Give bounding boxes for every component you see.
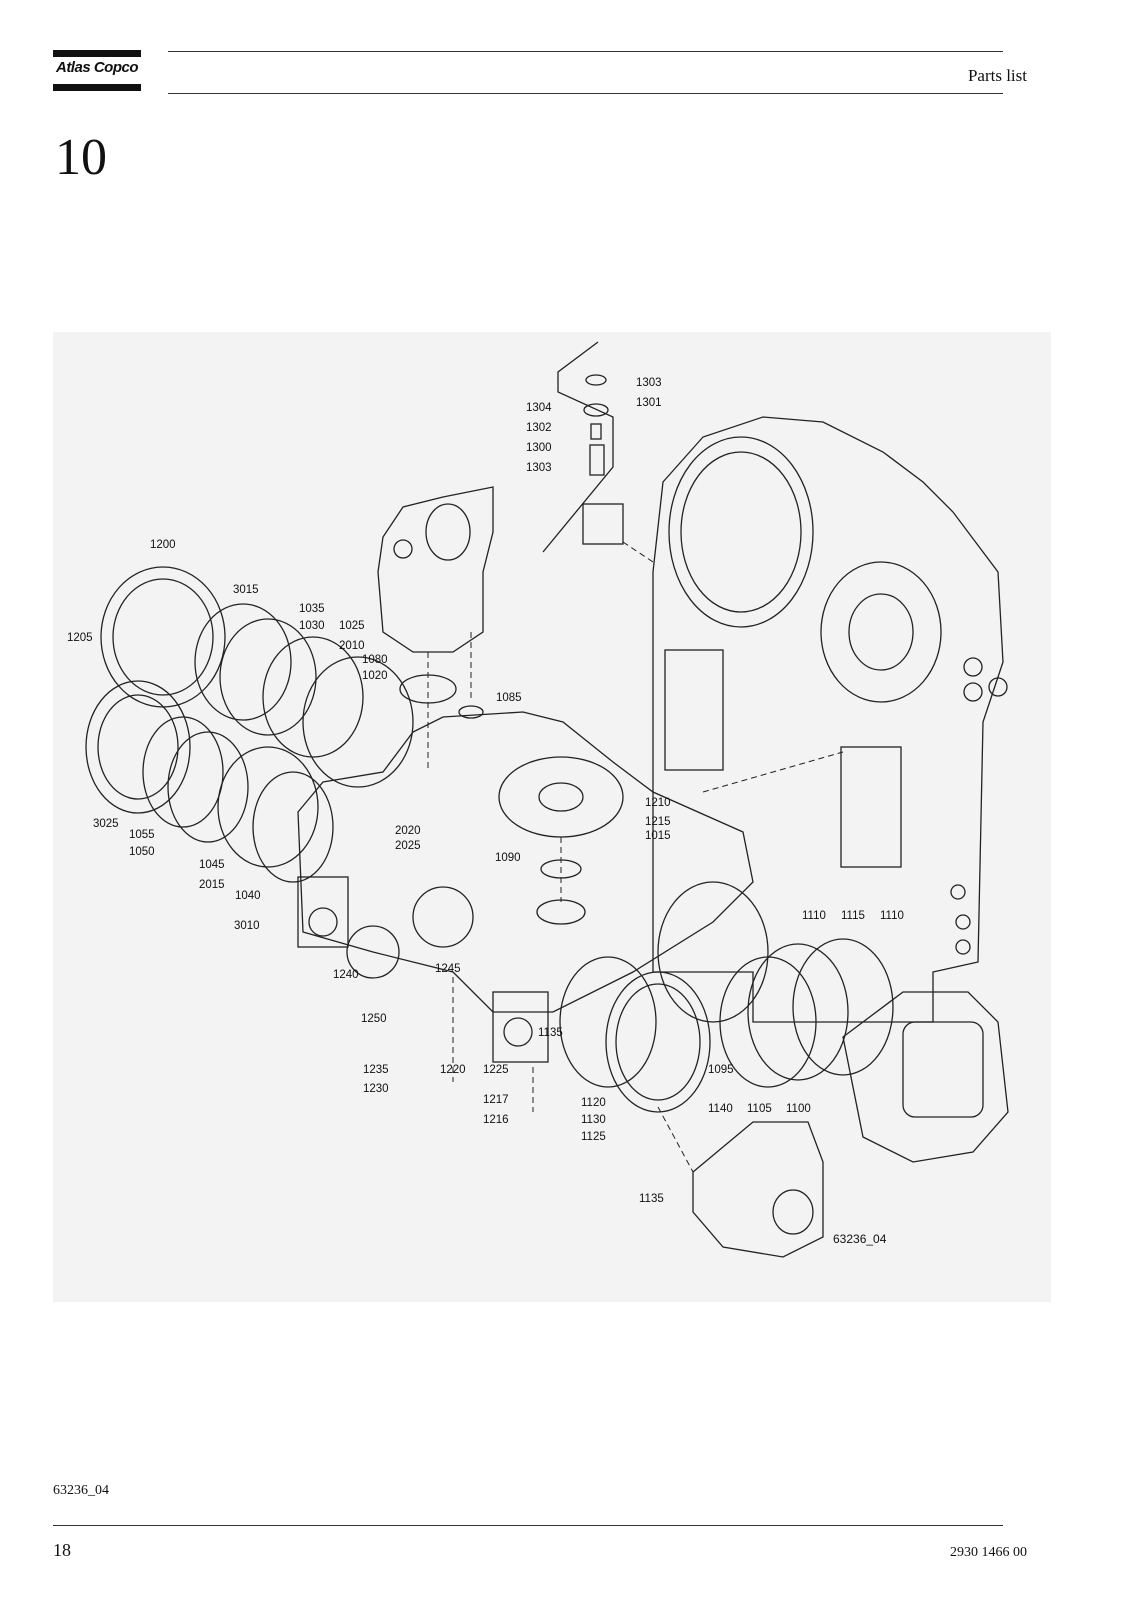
housing-bore-left [668, 436, 814, 628]
bearing-cover-3010 [297, 876, 349, 948]
callout-label: 2025 [395, 840, 421, 852]
housing-bore-right [820, 561, 942, 703]
rotor-2015 [217, 746, 319, 868]
callout-label: 1055 [129, 829, 155, 841]
end-housing-bottom [692, 1121, 824, 1258]
gasket-1080 [399, 674, 457, 704]
page-number: 18 [53, 1540, 71, 1560]
callout-label: 1050 [129, 846, 155, 858]
ring-1040 [252, 771, 334, 883]
ring-1055 [142, 716, 224, 828]
callout-label: 1015 [645, 830, 671, 842]
ring-1135 [559, 956, 657, 1088]
callout-label: 1110 [802, 910, 826, 922]
callout-label: 2010 [339, 640, 365, 652]
callout-label: 1304 [526, 402, 552, 414]
document-number: 2930 1466 00 [950, 1545, 1027, 1560]
callout-label: 1080 [362, 654, 388, 666]
center-flange [498, 756, 624, 838]
callout-label: 1217 [483, 1094, 509, 1106]
ring-1035 [194, 603, 292, 721]
logo-bar-top [53, 50, 141, 57]
callout-label: 1205 [67, 632, 93, 644]
callout-label: 3010 [234, 920, 260, 932]
callout-label: 1230 [363, 1083, 389, 1095]
housing-outline [652, 416, 1004, 1023]
header-rule-top [168, 51, 1003, 52]
callout-label: 1200 [150, 539, 176, 551]
brand-logo: Atlas Copco [53, 50, 141, 94]
header-title: Parts list [967, 66, 1027, 85]
callout-label: 1020 [362, 670, 388, 682]
callout-label: 3025 [93, 818, 119, 830]
callout-label: 1135 [538, 1027, 563, 1039]
callout-label: 1245 [435, 963, 461, 975]
header-rule-bottom [168, 93, 1003, 94]
callout-label: 1210 [645, 797, 671, 809]
ring-3015 [100, 566, 226, 708]
callout-label: 1095 [708, 1064, 734, 1076]
footer-rule [53, 1525, 1003, 1526]
logo-text: Atlas Copco [55, 59, 139, 76]
figure-caption: 63236_04 [53, 1483, 109, 1498]
callout-label: 1085 [496, 692, 522, 704]
callout-label: 1302 [526, 422, 552, 434]
ring-1025 [262, 636, 364, 758]
callout-label: 1090 [495, 852, 521, 864]
cover-1240 [346, 925, 400, 979]
cover-1245 [412, 886, 474, 948]
housing-panel-right [840, 746, 902, 868]
exploded-view-figure: 1303 1301 1304 1302 1300 1303 1200 3015 … [53, 332, 1051, 1302]
ring-1140 [605, 971, 711, 1113]
callout-label: 3015 [233, 584, 259, 596]
callout-label: 1303 [636, 377, 662, 389]
callout-label: 1105 [747, 1103, 772, 1115]
callout-label: 1025 [339, 620, 365, 632]
ring-1030 [219, 618, 317, 736]
callout-label: 1125 [581, 1131, 606, 1143]
separator-body [377, 486, 494, 653]
callout-label: 1030 [299, 620, 325, 632]
ring-1110b [792, 938, 894, 1076]
callout-label: 2020 [395, 825, 421, 837]
callout-label: 1120 [581, 1097, 606, 1109]
callout-label: 1220 [440, 1064, 466, 1076]
exploded-view-drawing: 1303 1301 1304 1302 1300 1303 1200 3015 … [67, 341, 1009, 1258]
callout-label: 1130 [581, 1114, 606, 1126]
callout-label: 1040 [235, 890, 261, 902]
gasket-1085 [458, 705, 484, 719]
compressor-body [297, 711, 754, 1013]
ring-3025 [85, 680, 191, 814]
callout-label: 1301 [636, 397, 662, 409]
callout-label: 1235 [363, 1064, 389, 1076]
drawing-id: 63236_04 [833, 1232, 887, 1246]
outlet-block [492, 991, 549, 1063]
callout-label: 1225 [483, 1064, 509, 1076]
callout-label: 1115 [841, 910, 865, 922]
callout-labels: 1303 1301 1304 1302 1300 1303 1200 3015 … [67, 377, 904, 1246]
callout-label: 1303 [526, 462, 552, 474]
ring-1115 [747, 943, 849, 1081]
callout-label: 1110 [880, 910, 904, 922]
sensor-line [542, 341, 614, 553]
end-housing-right [842, 991, 1009, 1163]
callout-label: 1250 [361, 1013, 387, 1025]
callout-label: 1140 [708, 1103, 733, 1115]
housing-panel-left [664, 649, 724, 771]
callout-label: 1216 [483, 1114, 509, 1126]
flange-1110 [657, 881, 769, 1023]
callout-label: 1035 [299, 603, 325, 615]
callout-label: 1240 [333, 969, 359, 981]
callout-label: 2015 [199, 879, 225, 891]
section-number: 10 [55, 129, 107, 186]
callout-label: 1215 [645, 816, 671, 828]
callout-label: 1135 [639, 1193, 664, 1205]
ring-1050 [167, 731, 249, 843]
callout-label: 1045 [199, 859, 225, 871]
callout-label: 1300 [526, 442, 552, 454]
sensor-block [582, 503, 624, 545]
logo-bar-bottom [53, 84, 141, 91]
rotor-2010 [302, 656, 414, 788]
callout-label: 1100 [786, 1103, 811, 1115]
